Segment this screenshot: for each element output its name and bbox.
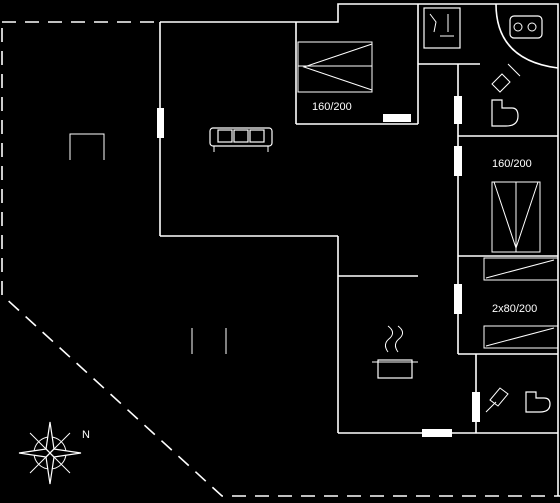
door-bedroom1 bbox=[383, 114, 411, 122]
chair-icon bbox=[191, 328, 227, 354]
table-icon bbox=[69, 133, 105, 160]
shower-icon-2 bbox=[485, 387, 509, 413]
bed-label-bedroom-1: 160/200 bbox=[312, 101, 352, 113]
bed-label-bedroom-3: 2x80/200 bbox=[492, 303, 537, 315]
bed-bedroom-1 bbox=[297, 41, 373, 93]
door-toilet bbox=[472, 392, 480, 422]
shower-icon bbox=[491, 63, 521, 93]
doors bbox=[157, 96, 480, 437]
door-living-bedroom bbox=[157, 108, 164, 138]
bed-bedroom-2 bbox=[491, 181, 541, 253]
toilet-icon-2 bbox=[525, 391, 551, 413]
sink-icon bbox=[423, 7, 461, 49]
compass-north-label: N bbox=[82, 429, 90, 441]
stove-icon bbox=[372, 325, 418, 379]
bed-bedroom-3 bbox=[483, 257, 559, 349]
door-bath bbox=[454, 96, 462, 124]
sofa-icon bbox=[209, 127, 273, 152]
compass-icon bbox=[18, 421, 82, 485]
washing-machine-icon bbox=[509, 15, 543, 39]
door-bedroom3 bbox=[454, 284, 462, 314]
terrace-outline bbox=[1, 21, 560, 497]
door-entrance bbox=[422, 429, 452, 437]
toilet-icon bbox=[491, 99, 519, 127]
door-bedroom2 bbox=[454, 146, 462, 176]
bed-label-bedroom-2: 160/200 bbox=[492, 158, 532, 170]
